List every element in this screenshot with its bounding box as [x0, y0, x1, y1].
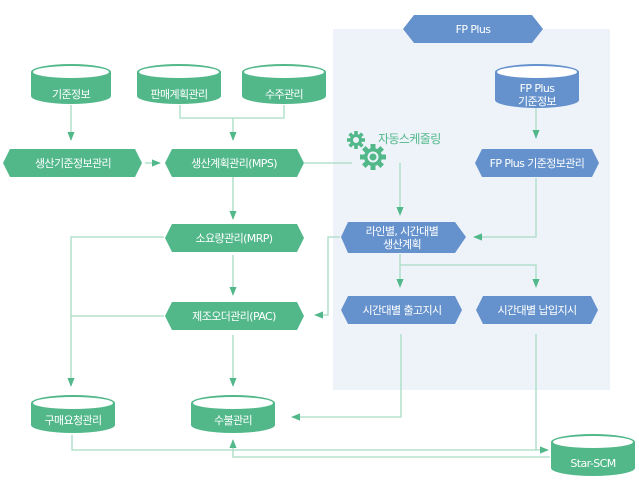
process-time-issue-instruction[interactable]: 시간대별 출고지시: [341, 296, 462, 324]
gear-small-icon: [347, 131, 365, 149]
connector-purchase-to-scm: [71, 435, 549, 454]
db-sales-plan-label: 판매계획관리: [150, 88, 207, 101]
gear-large-icon: [360, 144, 386, 170]
auto-scheduling: 자동스케줄링: [347, 131, 441, 170]
process-time-issue-instruction-label: 시간대별 출고지시: [362, 304, 441, 317]
connector-fpmgmt-to-lineplan: [473, 178, 537, 241]
db-inventory[interactable]: 수불관리: [191, 395, 275, 433]
process-mrp[interactable]: 소요량관리(MRP): [165, 224, 304, 252]
process-line-time-plan[interactable]: 라인별, 시간대별 생산계획: [341, 222, 466, 253]
db-fp-plus-info-label-line2: 기준정보: [518, 95, 557, 108]
process-time-receive-instruction-label: 시간대별 납입지시: [497, 304, 576, 317]
process-prod-base-info-label: 생산기준정보관리: [35, 157, 111, 170]
db-order-mgmt-label: 수주관리: [265, 88, 303, 101]
db-sales-plan[interactable]: 판매계획관리: [137, 64, 221, 104]
process-mps[interactable]: 생산계획관리(MPS): [165, 149, 304, 177]
connector-issue-to-inventory: [291, 334, 402, 421]
connector-mrp-to-purchase: [67, 236, 164, 387]
process-fp-plus-info-mgmt-label: FP Plus 기준정보관리: [490, 157, 585, 170]
connector-lineplan-split: [399, 254, 540, 288]
process-pac[interactable]: 제조오더관리(PAC): [165, 302, 304, 330]
process-line-time-plan-label-line2: 생산계획: [383, 238, 421, 251]
fp-plus-title: FP Plus: [456, 23, 492, 36]
fp-plus-title-banner: FP Plus: [403, 15, 543, 43]
db-base-info[interactable]: 기준정보: [31, 64, 111, 104]
db-purchase-request[interactable]: 구매요청관리: [31, 395, 115, 433]
db-inventory-label: 수불관리: [214, 414, 252, 427]
db-star-scm-label: Star-SCM: [570, 457, 615, 470]
connectors: [67, 105, 550, 458]
db-star-scm[interactable]: Star-SCM: [551, 434, 635, 476]
process-mrp-label: 소요량관리(MRP): [196, 232, 273, 245]
connector-lineplan-to-pac: [314, 236, 340, 319]
db-base-info-label: 기준정보: [52, 88, 91, 101]
connector-sales-order-merge: [179, 105, 285, 119]
process-prod-base-info[interactable]: 생산기준정보관리: [3, 149, 142, 177]
process-time-receive-instruction[interactable]: 시간대별 납입지시: [476, 296, 598, 324]
db-order-mgmt[interactable]: 수주관리: [242, 64, 326, 104]
db-purchase-request-label: 구매요청관리: [44, 414, 101, 427]
db-fp-plus-info-label-line1: FP Plus: [520, 82, 556, 95]
connector-scm-to-inventory: [229, 439, 550, 458]
db-fp-plus-info[interactable]: FP Plus 기준정보: [495, 64, 579, 108]
auto-scheduling-label: 자동스케줄링: [378, 132, 441, 146]
process-line-time-plan-label-line1: 라인별, 시간대별: [366, 225, 439, 238]
process-fp-plus-info-mgmt[interactable]: FP Plus 기준정보관리: [475, 149, 599, 177]
process-pac-label: 제조오더관리(PAC): [192, 310, 276, 323]
process-mps-label: 생산계획관리(MPS): [191, 157, 277, 170]
